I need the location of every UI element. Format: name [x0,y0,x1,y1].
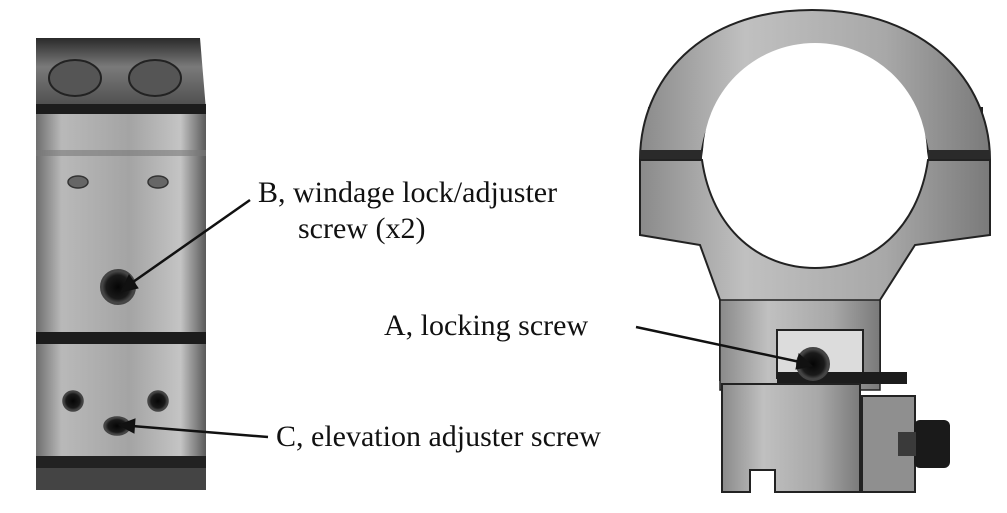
mount-base-jaw [721,383,861,493]
side-small-screw-right [147,175,169,189]
side-view-mount [36,38,206,490]
elevation-arrow [131,424,269,439]
windage-arrowhead [120,274,139,293]
side-base-hole-right [147,390,169,412]
windage-label-line2: screw (x2) [298,212,426,245]
clamp-knob-shaft [898,432,916,456]
side-seam-top [36,104,206,114]
ring-aperture [703,43,927,267]
side-body-shade [36,150,206,156]
locking-label: A, locking screw [384,309,589,342]
elevation-label: C, elevation adjuster screw [276,420,601,453]
side-clamp-body [36,114,206,339]
callout-arrows [117,198,814,439]
front-view-mount [639,8,991,493]
locking-arrow [635,325,801,364]
windage-label-line1: B, windage lock/adjuster [258,176,558,209]
side-top-hole-left [48,59,102,97]
side-base [36,344,206,464]
elevation-arrowhead [117,418,136,434]
side-rail [36,468,206,490]
mount-clamp-jaw [861,395,916,493]
clamp-knob [914,420,950,468]
ring-split-left [640,150,702,160]
locking-gap [777,372,907,384]
ring-split-right [928,150,990,160]
side-seam-bottom [36,332,206,344]
side-rail-lip [36,456,206,468]
side-small-screw-left [67,175,89,189]
windage-arrow [132,198,251,284]
side-base-hole-left [62,390,84,412]
side-top-hole-right [128,59,182,97]
locking-arrowhead [795,353,814,370]
